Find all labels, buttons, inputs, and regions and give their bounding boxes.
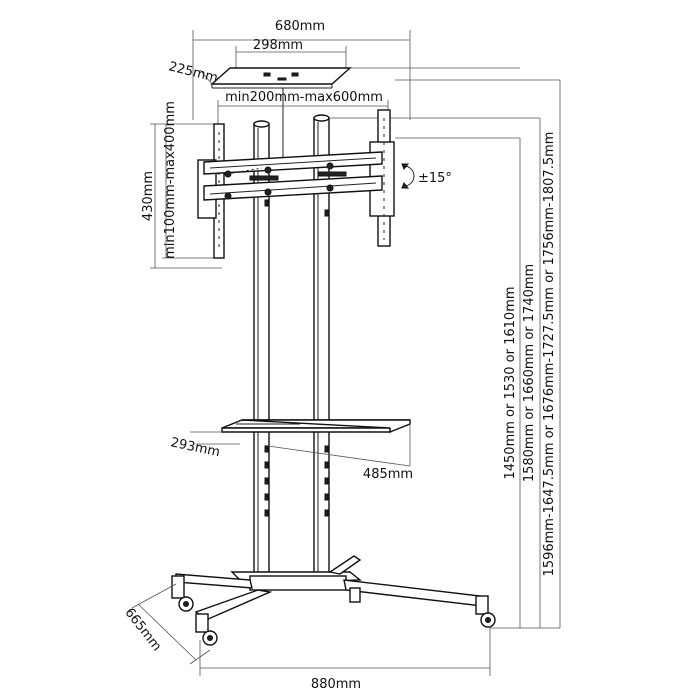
base-width-dimension: [199, 626, 491, 676]
height-extension-lines: [330, 79, 561, 629]
tray-width-label: 298mm: [253, 38, 303, 53]
middle-shelf: [221, 419, 411, 434]
height-center-label: 1450mm or 1530 or 1610mm: [503, 286, 518, 479]
mount-rails: [203, 151, 383, 201]
vesa-horizontal-label: min200mm-max600mm: [225, 90, 383, 105]
tilt-label: ±15°: [418, 171, 452, 186]
shelf-width-label: 485mm: [363, 467, 413, 482]
height-full-label: 1596mm-1647.5mm or 1676mm-1727.5mm or 17…: [542, 132, 557, 577]
vesa-vertical-label: min100mm-max400mm: [163, 101, 178, 259]
shelf-depth-label: 293mm: [169, 435, 221, 460]
shelf-dimensions: [190, 424, 411, 467]
base-depth-label: 665mm: [121, 605, 164, 654]
height-top-label: 1580mm or 1660mm or 1740mm: [522, 264, 537, 482]
pole-holes: [264, 199, 329, 517]
bracket-height-dimension: [150, 123, 222, 269]
bracket-height-label: 430mm: [141, 171, 156, 221]
base: [175, 555, 483, 621]
base-width-label: 880mm: [311, 677, 361, 692]
casters: [171, 575, 496, 646]
top-width-label: 680mm: [275, 19, 325, 34]
tray-depth-dimension: [199, 67, 520, 85]
top-width-dimension: [192, 30, 411, 120]
tilt-indicator: [401, 163, 415, 189]
top-tray: [210, 67, 352, 160]
tray-width-dimension: [235, 46, 347, 70]
